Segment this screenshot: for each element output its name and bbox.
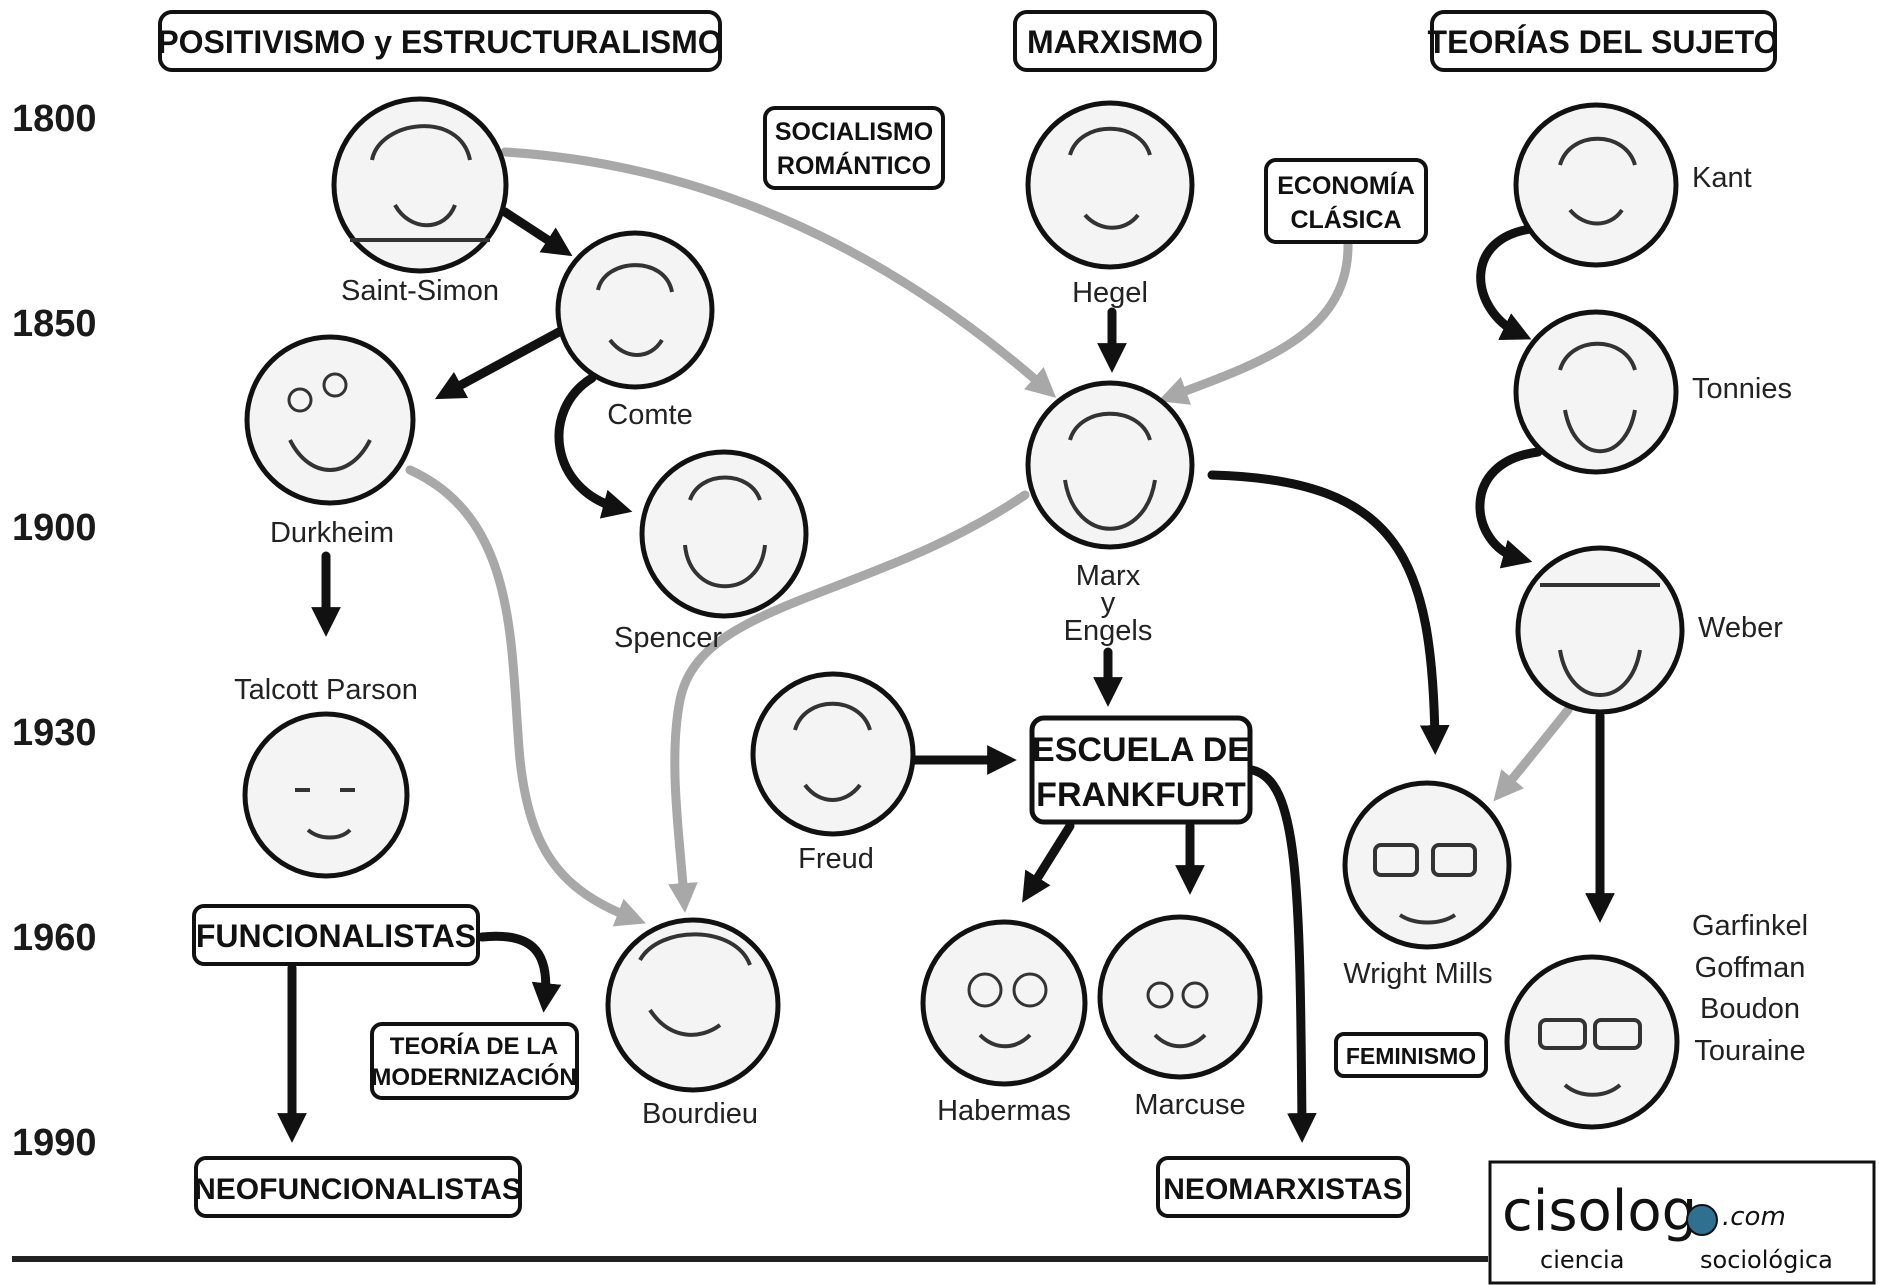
box-economia-line1: ECONOMÍA [1277,171,1415,200]
box-modernizacion-line1: TEORÍA DE LA [390,1032,558,1060]
portrait-kant [1513,102,1679,268]
logo-name: cisolog [1502,1179,1697,1244]
person-labels: Saint-Simon Comte Durkheim Spencer Talco… [234,162,1808,1130]
portrait-marx [1025,380,1195,550]
year-label: 1800 [12,98,97,140]
arrow-economia-to-marx [1158,237,1353,405]
person-label: Talcott Parson [234,674,418,706]
portrait-tonnies [1513,309,1679,475]
portrait-comte [555,230,715,390]
year-label: 1850 [12,303,97,345]
person-label: Boudon [1700,993,1800,1025]
arrow-comte-to-durkheim [434,321,575,400]
logo-tagline-1: ciencia [1540,1246,1624,1274]
person-label: Saint-Simon [341,275,499,307]
portrait-hegel [1025,100,1195,270]
box-teoria-modernizacion: TEORÍA DE LA MODERNIZACIÓN [370,1022,579,1100]
header-teorias-label: TEORÍAS DEL SUJETO [1428,24,1779,60]
person-label: Comte [607,399,692,431]
arrow-durkheim-to-bourdieu [405,465,646,927]
person-label: Wright Mills [1343,958,1492,990]
person-label: Garfinkel [1692,910,1808,942]
arrow-saintsimon-to-marx [500,147,1057,398]
arrow-kant-to-tonnies [1476,223,1543,340]
person-label: Marx [1076,560,1141,592]
box-socialismo-line1: SOCIALISMO [775,118,933,146]
header-positivismo: POSITIVISMO y ESTRUCTURALISMO [157,10,723,72]
box-escuela-frankfurt: ESCUELA DE FRANKFURT [1029,715,1253,825]
year-label: 1930 [12,712,97,754]
header-teorias: TEORÍAS DEL SUJETO [1428,10,1779,72]
person-label: y [1101,587,1116,619]
header-marxismo-label: MARXISMO [1027,24,1203,60]
cisolog-logo: cisolog .com ciencia sociológica [1488,1160,1876,1285]
person-label: Freud [798,843,874,875]
box-economia-clasica: ECONOMÍA CLÁSICA [1264,158,1428,244]
box-socialismo-line2: ROMÁNTICO [777,151,931,180]
person-label: Habermas [937,1095,1071,1127]
box-funcionalistas-label: FUNCIONALISTAS [196,918,476,954]
header-positivismo-label: POSITIVISMO y ESTRUCTURALISMO [157,24,722,60]
year-label: 1960 [12,917,97,959]
portrait-saint-simon [331,96,509,274]
arrow-funcionalistas-to-modernizacion [477,931,562,1013]
person-label: Weber [1698,612,1783,644]
portrait-garfinkel [1504,954,1680,1130]
arrow-marx-to-bourdieu [668,490,1030,913]
person-label: Durkheim [270,517,394,549]
box-funcionalistas: FUNCIONALISTAS [192,904,480,966]
year-label: 1990 [12,1122,97,1164]
portrait-freud [750,671,916,837]
portrait-weber [1515,545,1685,715]
portrait-marcuse [1097,914,1263,1080]
box-frankfurt-line2: FRANKFURT [1036,776,1246,814]
person-label: Kant [1692,162,1752,194]
black-arrows [277,207,1615,1143]
arrow-comte-to-spencer [554,373,633,519]
arrow-tonnies-to-weber [1475,447,1543,569]
portrait-wright-mills [1342,780,1512,950]
box-frankfurt-line1: ESCUELA DE [1032,731,1250,769]
box-economia-line2: CLÁSICA [1290,205,1401,234]
arrow-saintsimon-to-comte [500,207,573,257]
person-label: Hegel [1072,277,1148,309]
portraits [242,96,1685,1130]
portrait-habermas [920,919,1088,1087]
arrow-marx-to-wrightmills [1207,470,1450,755]
person-label: Bourdieu [642,1098,758,1130]
person-label: Tonnies [1692,373,1792,405]
arrow-frankfurt-to-neomarxistas [1247,765,1317,1143]
box-neofuncionalistas-label: NEOFUNCIONALISTAS [194,1173,522,1206]
portrait-spencer [639,449,809,619]
person-label: Spencer [614,622,722,654]
gray-arrows [405,147,1573,927]
arrow-frankfurt-to-habermas [1022,821,1075,903]
person-label: Goffman [1695,952,1806,984]
box-socialismo-romantico: SOCIALISMO ROMÁNTICO [763,106,945,190]
logo-tagline-2: sociológica [1700,1246,1833,1274]
box-neomarxistas: NEOMARXISTAS [1156,1156,1410,1218]
portrait-durkheim [244,334,416,506]
portrait-talcott [242,711,410,879]
year-label: 1900 [12,507,97,549]
person-label: Engels [1064,615,1153,647]
box-feminismo: FEMINISMO [1334,1032,1488,1078]
box-feminismo-label: FEMINISMO [1346,1043,1476,1069]
logo-domain: .com [1722,1202,1786,1232]
box-modernizacion-line2: MODERNIZACIÓN [371,1063,576,1091]
header-marxismo: MARXISMO [1013,10,1217,72]
year-axis: 1800 1850 1900 1930 1960 1990 [12,98,97,1164]
person-label: Touraine [1694,1035,1805,1067]
globe-icon [1686,1204,1718,1236]
arrow-weber-to-wrightmills [1493,705,1573,802]
portrait-bourdieu [605,917,781,1093]
box-neofuncionalistas: NEOFUNCIONALISTAS [194,1156,522,1218]
box-neomarxistas-label: NEOMARXISTAS [1163,1173,1402,1206]
person-label: Marcuse [1134,1089,1245,1121]
